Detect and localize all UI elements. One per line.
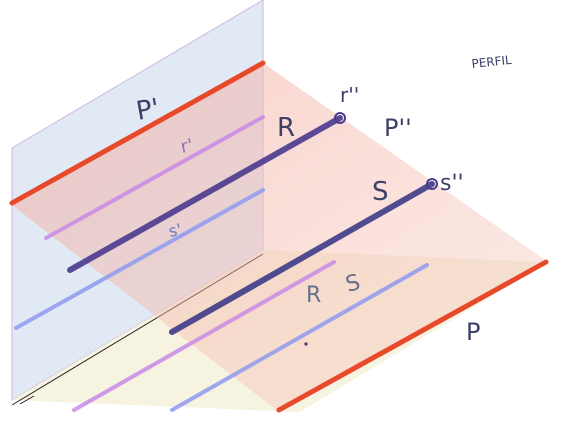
line-s-vertical-projection: [14, 188, 265, 330]
label-p-profile: P'': [384, 114, 412, 142]
label-r-vertical: r': [179, 135, 195, 158]
label-p-horizontal-trace: P: [466, 318, 480, 346]
label-s-profile: s'': [440, 171, 464, 196]
ground-line-mark: [19, 395, 35, 405]
line-r-vertical-projection: [44, 115, 265, 240]
label-S-upper: S: [372, 177, 389, 207]
label-r-profile: r'': [340, 83, 359, 107]
oblique-plane-p: [12, 63, 548, 412]
trace-p-vertical: [9, 60, 266, 206]
line-r-horizontal-projection: [72, 260, 336, 412]
label-S-lower: S: [343, 270, 363, 298]
label-perfil: PERFIL: [471, 53, 513, 71]
point-s-profile: [426, 178, 438, 190]
dot-mark: [304, 342, 308, 346]
label-s-vertical: s': [167, 220, 183, 241]
point-r-profile: [334, 112, 346, 124]
label-R-upper: R: [277, 113, 295, 143]
label-p-vertical-trace: P': [134, 93, 162, 127]
label-R-lower: R: [306, 283, 321, 308]
line-r-space: [67, 115, 343, 273]
trace-p-horizontal: [276, 259, 549, 413]
line-s-horizontal-projection: [170, 263, 429, 412]
line-s-space: [169, 181, 435, 335]
